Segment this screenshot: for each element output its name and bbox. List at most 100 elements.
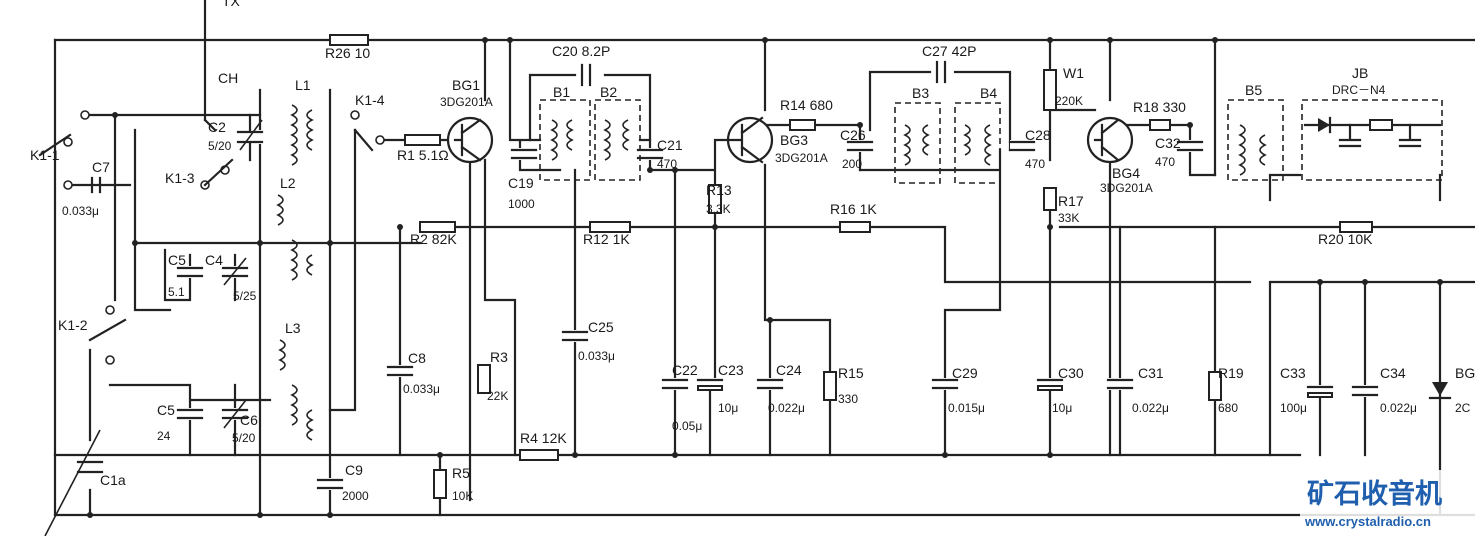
c31-label: C31: [1138, 365, 1164, 381]
antenna-label: CH: [218, 70, 238, 86]
c32-value: 470: [1155, 155, 1175, 169]
b5-label: B5: [1245, 82, 1262, 98]
transformer-b3: [903, 124, 911, 166]
watermark: 矿石收音机 www.crystalradio.cn: [1300, 470, 1475, 536]
switch-k12-label: K1-2: [58, 317, 88, 333]
r1-label: R1 5.1Ω: [397, 147, 449, 163]
c6-value: 5/20: [232, 431, 256, 445]
capacitor-c32: [1176, 140, 1204, 152]
transformer-b5: [1238, 124, 1246, 176]
l2-label: L2: [280, 175, 296, 191]
bg-edge-type: 2C: [1455, 401, 1471, 415]
r18-label: R18 330: [1133, 99, 1186, 115]
capacitor-c22: [661, 378, 689, 390]
r3-value: 22K: [487, 389, 508, 403]
b2-label: B2: [600, 84, 617, 100]
capacitor-c33: [1306, 385, 1334, 398]
c9-label: C9: [345, 462, 363, 478]
capacitor-c19: [510, 148, 538, 160]
capacitor-c21: [636, 148, 664, 160]
capacitor-c6: [221, 399, 249, 429]
b1-label: B1: [553, 84, 570, 100]
c34-label: C34: [1380, 365, 1406, 381]
c25-value: 0.033μ: [578, 349, 615, 363]
component-labels: TX CH K1-1 K1-3 K1-2 K1-4 C7 0.033μ C2 5…: [30, 0, 1475, 503]
r2-label: R2 82K: [410, 231, 457, 247]
b4-label: B4: [980, 85, 997, 101]
r13-value: 3.3K: [706, 202, 731, 216]
c30-value: 10μ: [1052, 401, 1072, 415]
r12-label: R12 1K: [583, 231, 630, 247]
capacitor-c20: [580, 63, 592, 87]
c5b-value: 24: [157, 429, 171, 443]
c4-label: C4: [205, 252, 223, 268]
w1-label: W1: [1063, 65, 1084, 81]
w1-value: 220K: [1055, 94, 1083, 108]
switch-k13-label: K1-3: [165, 170, 195, 186]
capacitor-c4: [221, 257, 249, 286]
c8-value: 0.033μ: [403, 382, 440, 396]
capacitor-c23: [696, 378, 724, 391]
r16-label: R16 1K: [830, 201, 877, 217]
c24-label: C24: [776, 362, 802, 378]
resistor-r5: [433, 469, 447, 499]
watermark-url: www.crystalradio.cn: [1304, 514, 1431, 529]
resistor-r1: [404, 134, 441, 146]
c29-value: 0.015μ: [948, 401, 985, 415]
c19-value: 1000: [508, 197, 535, 211]
c28-label: C28: [1025, 127, 1051, 143]
r15-label: R15: [838, 365, 864, 381]
junctions: [87, 37, 1443, 518]
capacitor-c2: [236, 113, 264, 162]
l1-label: L1: [295, 77, 311, 93]
r5-value: 10K: [452, 489, 473, 503]
coil-l1: [290, 104, 298, 166]
resistor-r15: [823, 371, 837, 401]
c19-label: C19: [508, 175, 534, 191]
c27-label: C27 42P: [922, 43, 976, 59]
c32-label: C32: [1155, 135, 1181, 151]
c26-value: 200: [842, 157, 862, 171]
c5a-value: 5.1: [168, 285, 185, 299]
capacitor-c29: [931, 378, 959, 390]
transformer-b1: [550, 119, 558, 161]
bg4-type: 3DG201A: [1100, 181, 1153, 195]
capacitor-c24: [756, 378, 784, 390]
r19-value: 680: [1218, 401, 1238, 415]
detector-internals: [1303, 116, 1452, 400]
capacitor-c26: [846, 140, 874, 152]
bg1-label: BG1: [452, 77, 480, 93]
shields: [539, 99, 1443, 184]
capacitors: [44, 60, 1379, 536]
switch-k14-label: K1-4: [355, 92, 385, 108]
c2-value: 5/20: [208, 139, 232, 153]
r20-label: R20 10K: [1318, 231, 1373, 247]
bg3-label: BG3: [780, 132, 808, 148]
bg3-type: 3DG201A: [775, 151, 828, 165]
capacitor-c28: [1008, 140, 1036, 152]
capacitor-c27: [935, 60, 947, 84]
jb-type: DRC－N4: [1332, 83, 1386, 97]
r17-label: R17: [1058, 193, 1084, 209]
r14-label: R14 680: [780, 97, 833, 113]
transistor-bg3: [726, 116, 774, 164]
resistor-r3: [477, 364, 491, 394]
resistor-r17: [1043, 187, 1057, 211]
bg1-type: 3DG201A: [440, 95, 493, 109]
r15-value: 330: [838, 392, 858, 406]
b3-label: B3: [912, 85, 929, 101]
c23-label: C23: [718, 362, 744, 378]
c21-label: C21: [657, 137, 683, 153]
resistor-r2: [419, 221, 456, 233]
c25-label: C25: [588, 319, 614, 335]
bg-edge-label: BG: [1455, 365, 1475, 381]
c2-label: C2: [208, 119, 226, 135]
capacitor-c31: [1106, 378, 1134, 390]
r26-label: R26 10: [325, 45, 370, 61]
c6-label: C6: [240, 412, 258, 428]
c7-value: 0.033μ: [62, 204, 99, 218]
c4-value: 5/25: [233, 289, 257, 303]
jb-label: JB: [1352, 65, 1368, 81]
c7-label: C7: [92, 159, 110, 175]
